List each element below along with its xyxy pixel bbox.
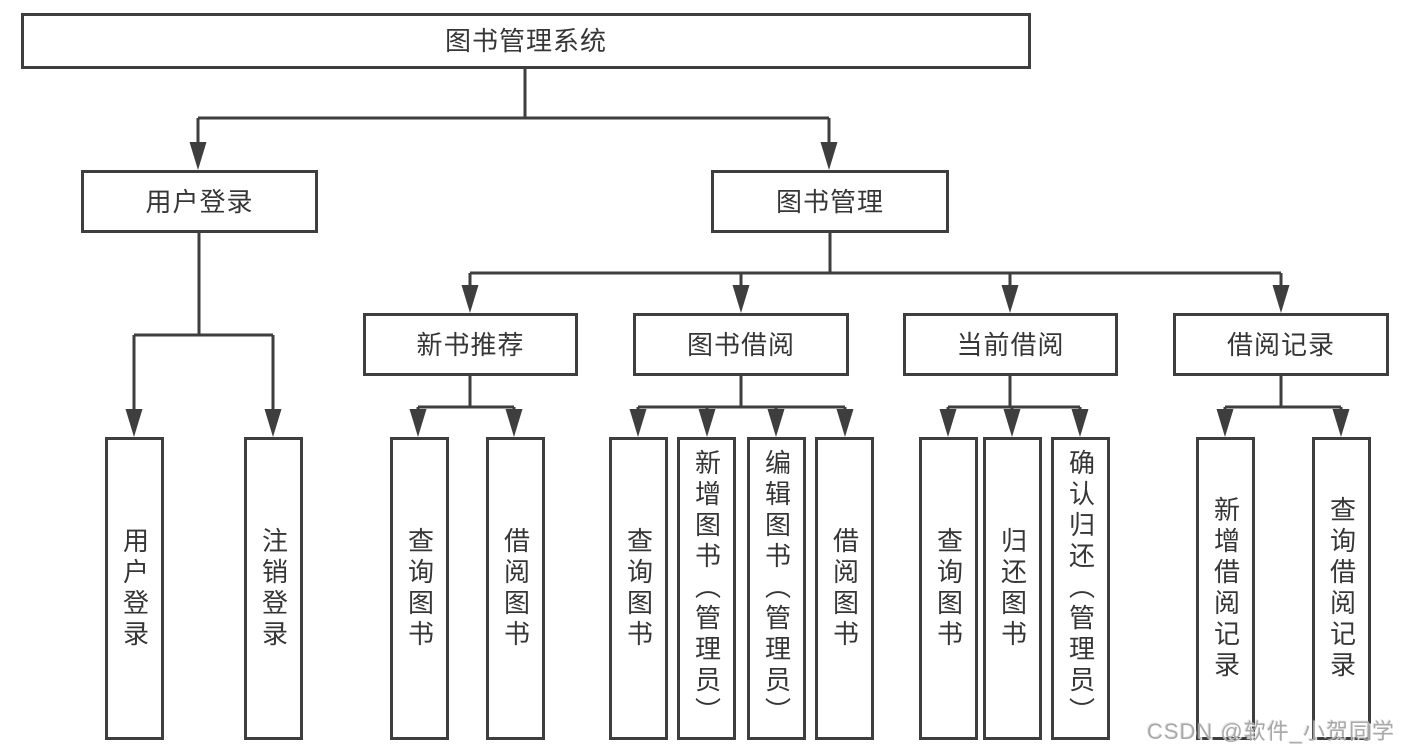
connector-user-login-children [132, 233, 275, 412]
node-book-management: 图书管理 [711, 170, 949, 233]
connector-root-to-level2 [196, 69, 831, 144]
arrow-down-icon [264, 409, 282, 437]
arrow-down-icon [505, 409, 523, 437]
node-current-borrow: 当前借阅 [903, 313, 1118, 376]
connector-borrow-records-children [1223, 376, 1343, 412]
leaf-logout: 注销登录 [244, 437, 303, 740]
leaf-borrow-books-newbook: 借阅图书 [486, 437, 545, 740]
leaf-user-login: 用户登录 [105, 437, 164, 740]
node-user-login: 用户登录 [81, 170, 318, 233]
leaf-confirm-return-admin: 确认归还（管理员） [1051, 437, 1110, 740]
leaf-query-books-newbook: 查询图书 [390, 437, 449, 740]
node-book-borrow: 图书借阅 [633, 313, 849, 376]
arrow-down-icon [836, 409, 854, 437]
leaf-add-books-admin: 新增图书（管理员） [677, 437, 736, 740]
connector-paths [132, 69, 1343, 412]
connector-book-management-children [468, 233, 1283, 288]
arrow-down-icon [1071, 409, 1089, 437]
arrow-down-icon [1001, 285, 1019, 313]
leaf-query-books-borrow: 查询图书 [609, 437, 668, 740]
arrow-down-icon [125, 409, 143, 437]
csdn-watermark: CSDN @软件_小贺同学 [1146, 719, 1395, 744]
arrow-down-icon [698, 409, 716, 437]
arrow-down-icon [732, 285, 750, 313]
node-library-management-system: 图书管理系统 [21, 13, 1031, 69]
connector-current-borrow-children [946, 376, 1082, 412]
arrowheads [125, 142, 1350, 437]
leaf-borrow-books: 借阅图书 [815, 437, 874, 740]
leaf-return-books: 归还图书 [983, 437, 1042, 740]
arrow-down-icon [1272, 285, 1290, 313]
node-new-book-recommend: 新书推荐 [363, 313, 578, 376]
arrow-down-icon [767, 409, 785, 437]
leaf-add-borrow-record: 新增借阅记录 [1196, 437, 1255, 740]
leaf-query-books-current: 查询图书 [919, 437, 978, 740]
arrow-down-icon [461, 285, 479, 313]
leaf-edit-books-admin: 编辑图书（管理员） [747, 437, 806, 740]
connector-book-borrow-children [636, 376, 847, 412]
arrow-down-icon [189, 142, 207, 170]
node-borrow-records: 借阅记录 [1173, 313, 1389, 376]
connector-new-book-children [416, 376, 516, 412]
arrow-down-icon [1216, 409, 1234, 437]
arrow-down-icon [409, 409, 427, 437]
arrow-down-icon [629, 409, 647, 437]
arrow-down-icon [820, 142, 838, 170]
arrow-down-icon [1003, 409, 1021, 437]
arrow-down-icon [939, 409, 957, 437]
leaf-query-borrow-record: 查询借阅记录 [1312, 437, 1371, 740]
arrow-down-icon [1332, 409, 1350, 437]
